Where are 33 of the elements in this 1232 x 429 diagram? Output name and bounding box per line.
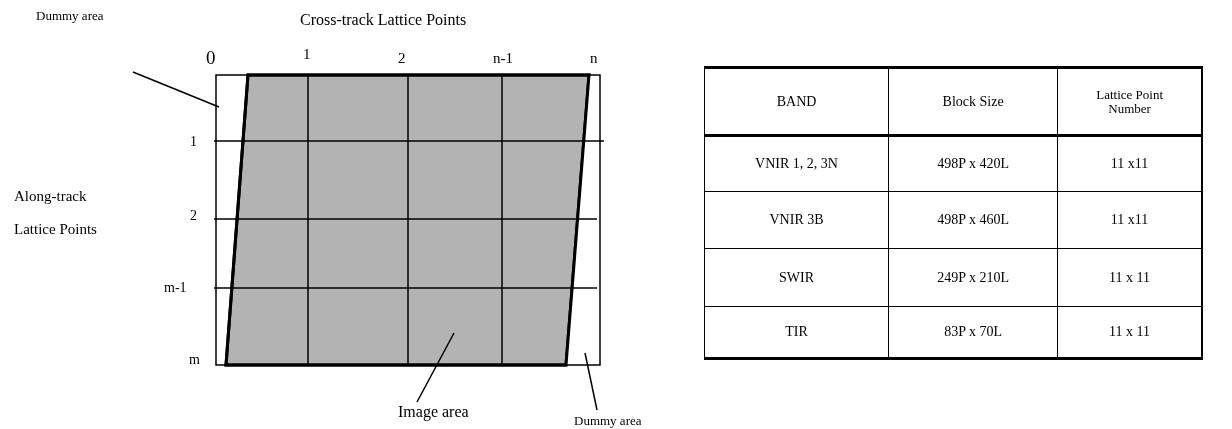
tick-label: m	[189, 352, 200, 368]
table-cell: VNIR 1, 2, 3N	[704, 135, 889, 192]
column-header: Block Size	[888, 67, 1058, 136]
area-label: Dummy area	[36, 8, 104, 24]
leader-line	[132, 71, 220, 108]
area-label: Image area	[398, 404, 469, 420]
tick-label: 2	[398, 50, 406, 66]
table-cell: 11 x11	[1057, 191, 1202, 249]
column-header: Lattice Point Number	[1057, 67, 1202, 136]
tick-label: 1	[190, 134, 197, 150]
table-cell: SWIR	[704, 248, 889, 307]
table-cell: 11 x11	[1057, 135, 1202, 192]
axis-title: Cross-track Lattice Points	[300, 12, 467, 28]
table-cell: 498P x 460L	[888, 191, 1058, 249]
tick-label: m-1	[164, 280, 187, 296]
table-cell: 83P x 70L	[888, 306, 1058, 359]
table-cell: 11 x 11	[1057, 306, 1202, 359]
tick-label: 1	[303, 46, 311, 62]
tick-label: 0	[206, 50, 216, 66]
leader-line	[416, 332, 455, 403]
area-label: Dummy area	[574, 413, 642, 429]
table-cell: 498P x 420L	[888, 135, 1058, 192]
table-cell: 11 x 11	[1057, 248, 1202, 307]
dummy-area	[565, 74, 601, 366]
axis-title: Along-track Lattice Points	[14, 187, 98, 239]
table-cell: TIR	[704, 306, 889, 359]
table-cell: VNIR 3B	[704, 191, 889, 249]
column-header: BAND	[704, 67, 889, 136]
table-cell: 249P x 210L	[888, 248, 1058, 307]
tick-label: n-1	[493, 50, 513, 66]
leader-line	[584, 352, 598, 411]
tick-label: n	[590, 50, 598, 66]
tick-label: 2	[190, 208, 197, 224]
